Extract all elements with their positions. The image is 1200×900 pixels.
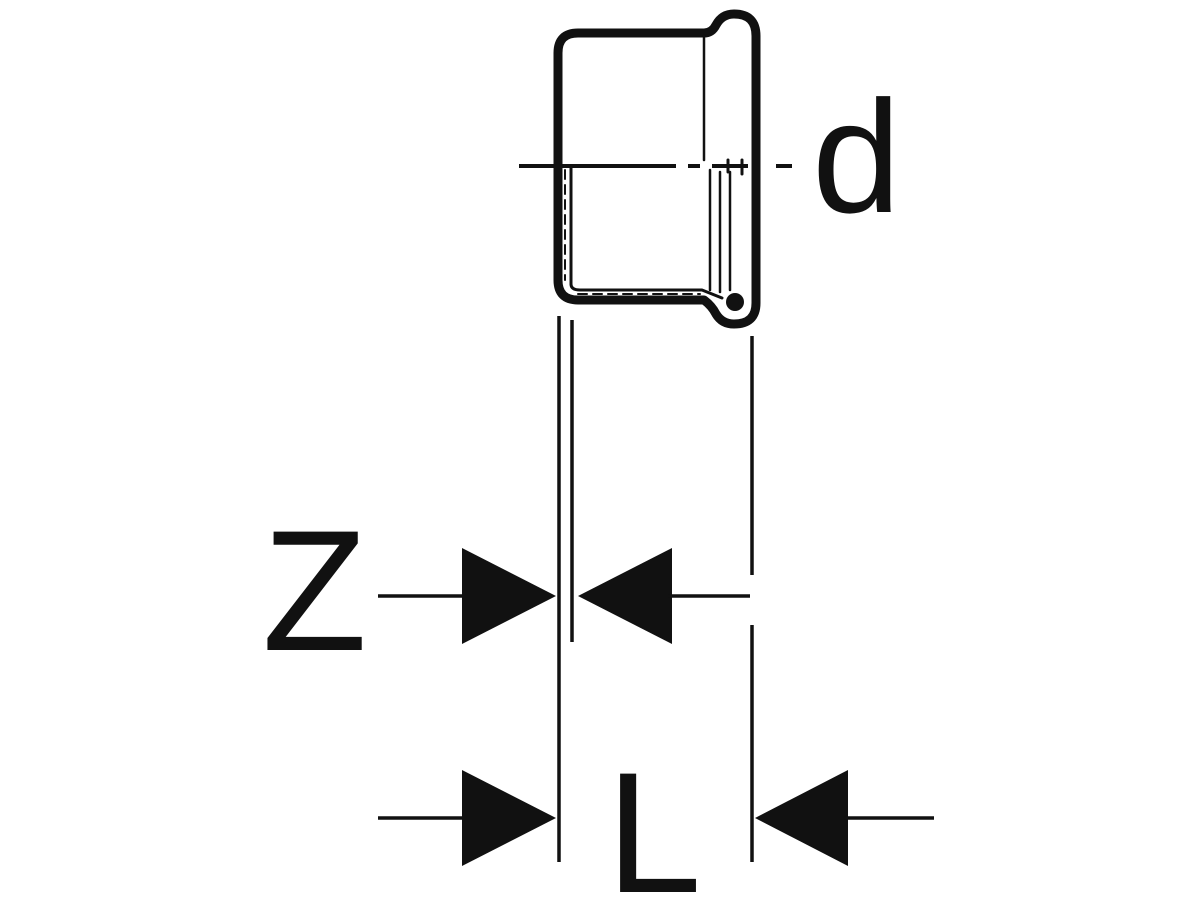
z-arrow-left xyxy=(578,548,672,644)
cap-outer-outline xyxy=(553,9,761,329)
seal-ring xyxy=(726,293,744,311)
z-dimension xyxy=(378,548,750,644)
l-arrow-left xyxy=(755,770,848,866)
l-dimension xyxy=(378,770,934,866)
extension-lines xyxy=(557,316,754,862)
label-l: L xyxy=(606,737,702,900)
cap-inner-wall-bottom xyxy=(569,282,724,300)
label-diameter: d xyxy=(812,67,901,246)
end-cap-fitting xyxy=(553,9,761,329)
label-z: Z xyxy=(262,495,367,687)
l-arrow-right xyxy=(462,770,556,866)
z-arrow-right xyxy=(462,548,556,644)
